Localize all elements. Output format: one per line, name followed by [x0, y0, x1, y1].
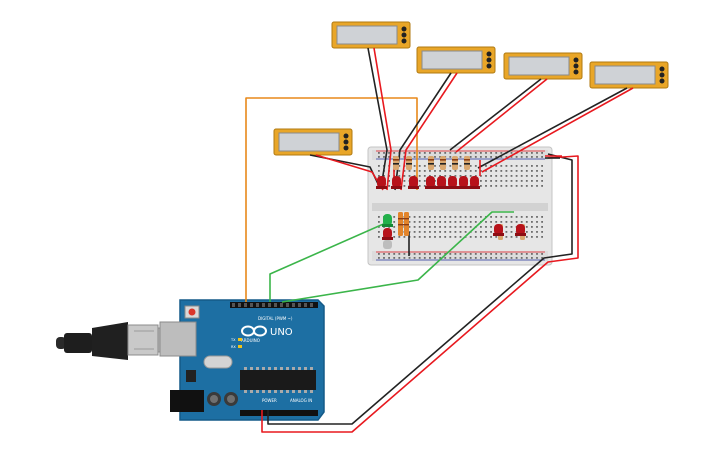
usb-plug-icon — [56, 337, 66, 349]
led-red[interactable] — [515, 224, 526, 236]
wire-green-1[interactable] — [269, 221, 389, 302]
lcd-display-3[interactable] — [503, 52, 583, 80]
led-red[interactable] — [425, 176, 436, 189]
power-analog-header[interactable] — [240, 410, 318, 416]
led-red[interactable] — [382, 228, 393, 240]
wire-green-2[interactable] — [281, 211, 514, 303]
lcd-display-4[interactable] — [589, 61, 669, 89]
wire-lcd1-black[interactable] — [367, 47, 388, 189]
lcd-display-2[interactable] — [416, 46, 496, 74]
wire-power-red[interactable] — [261, 155, 579, 433]
led-white[interactable] — [383, 240, 392, 249]
led-red[interactable] — [436, 176, 447, 189]
led-red[interactable] — [376, 176, 387, 189]
power-jack — [170, 390, 204, 412]
wire-lcd2-red[interactable] — [400, 72, 458, 191]
led-row-upper[interactable] — [376, 176, 480, 189]
tx-label: TX — [230, 338, 236, 342]
crystal-oscillator — [203, 355, 233, 369]
model-label: UNO — [270, 327, 293, 338]
wire-lcd3-black[interactable] — [449, 78, 542, 151]
wire-lcd4-black[interactable] — [477, 87, 628, 169]
wire-lcd3-red[interactable] — [455, 78, 548, 153]
wire-lcd4-red[interactable] — [481, 87, 634, 173]
digital-label: DIGITAL (PWM ~) — [258, 316, 293, 321]
led-green[interactable] — [382, 214, 393, 227]
led-red[interactable] — [447, 176, 458, 189]
led-red[interactable] — [458, 176, 469, 189]
wire-ground-black[interactable] — [267, 153, 573, 425]
led-red[interactable] — [408, 176, 419, 189]
led-red[interactable] — [469, 176, 480, 189]
breadboard-holes[interactable] — [378, 152, 543, 259]
lcd-display-5[interactable] — [273, 128, 353, 156]
rx-label: RX — [231, 345, 236, 349]
brand-label: ARDUINO — [241, 338, 260, 343]
led-red[interactable] — [391, 176, 402, 189]
led-red[interactable] — [493, 224, 504, 236]
resistor-row-upper[interactable] — [393, 156, 470, 170]
usb-jack — [159, 321, 197, 357]
microcontroller-chip — [240, 370, 316, 390]
analog-label: ANALOG IN — [290, 398, 312, 403]
lcd-display-1[interactable] — [331, 21, 411, 49]
wires[interactable] — [245, 47, 634, 433]
arduino-uno-board[interactable]: DIGITAL (PWM ~) UNO ARDUINO TX RX — [159, 299, 325, 421]
wire-orange[interactable] — [245, 97, 418, 302]
arduino-infinity-logo-icon — [241, 325, 267, 337]
power-label: POWER — [262, 398, 277, 403]
wire-lcd1-red[interactable] — [373, 47, 392, 191]
